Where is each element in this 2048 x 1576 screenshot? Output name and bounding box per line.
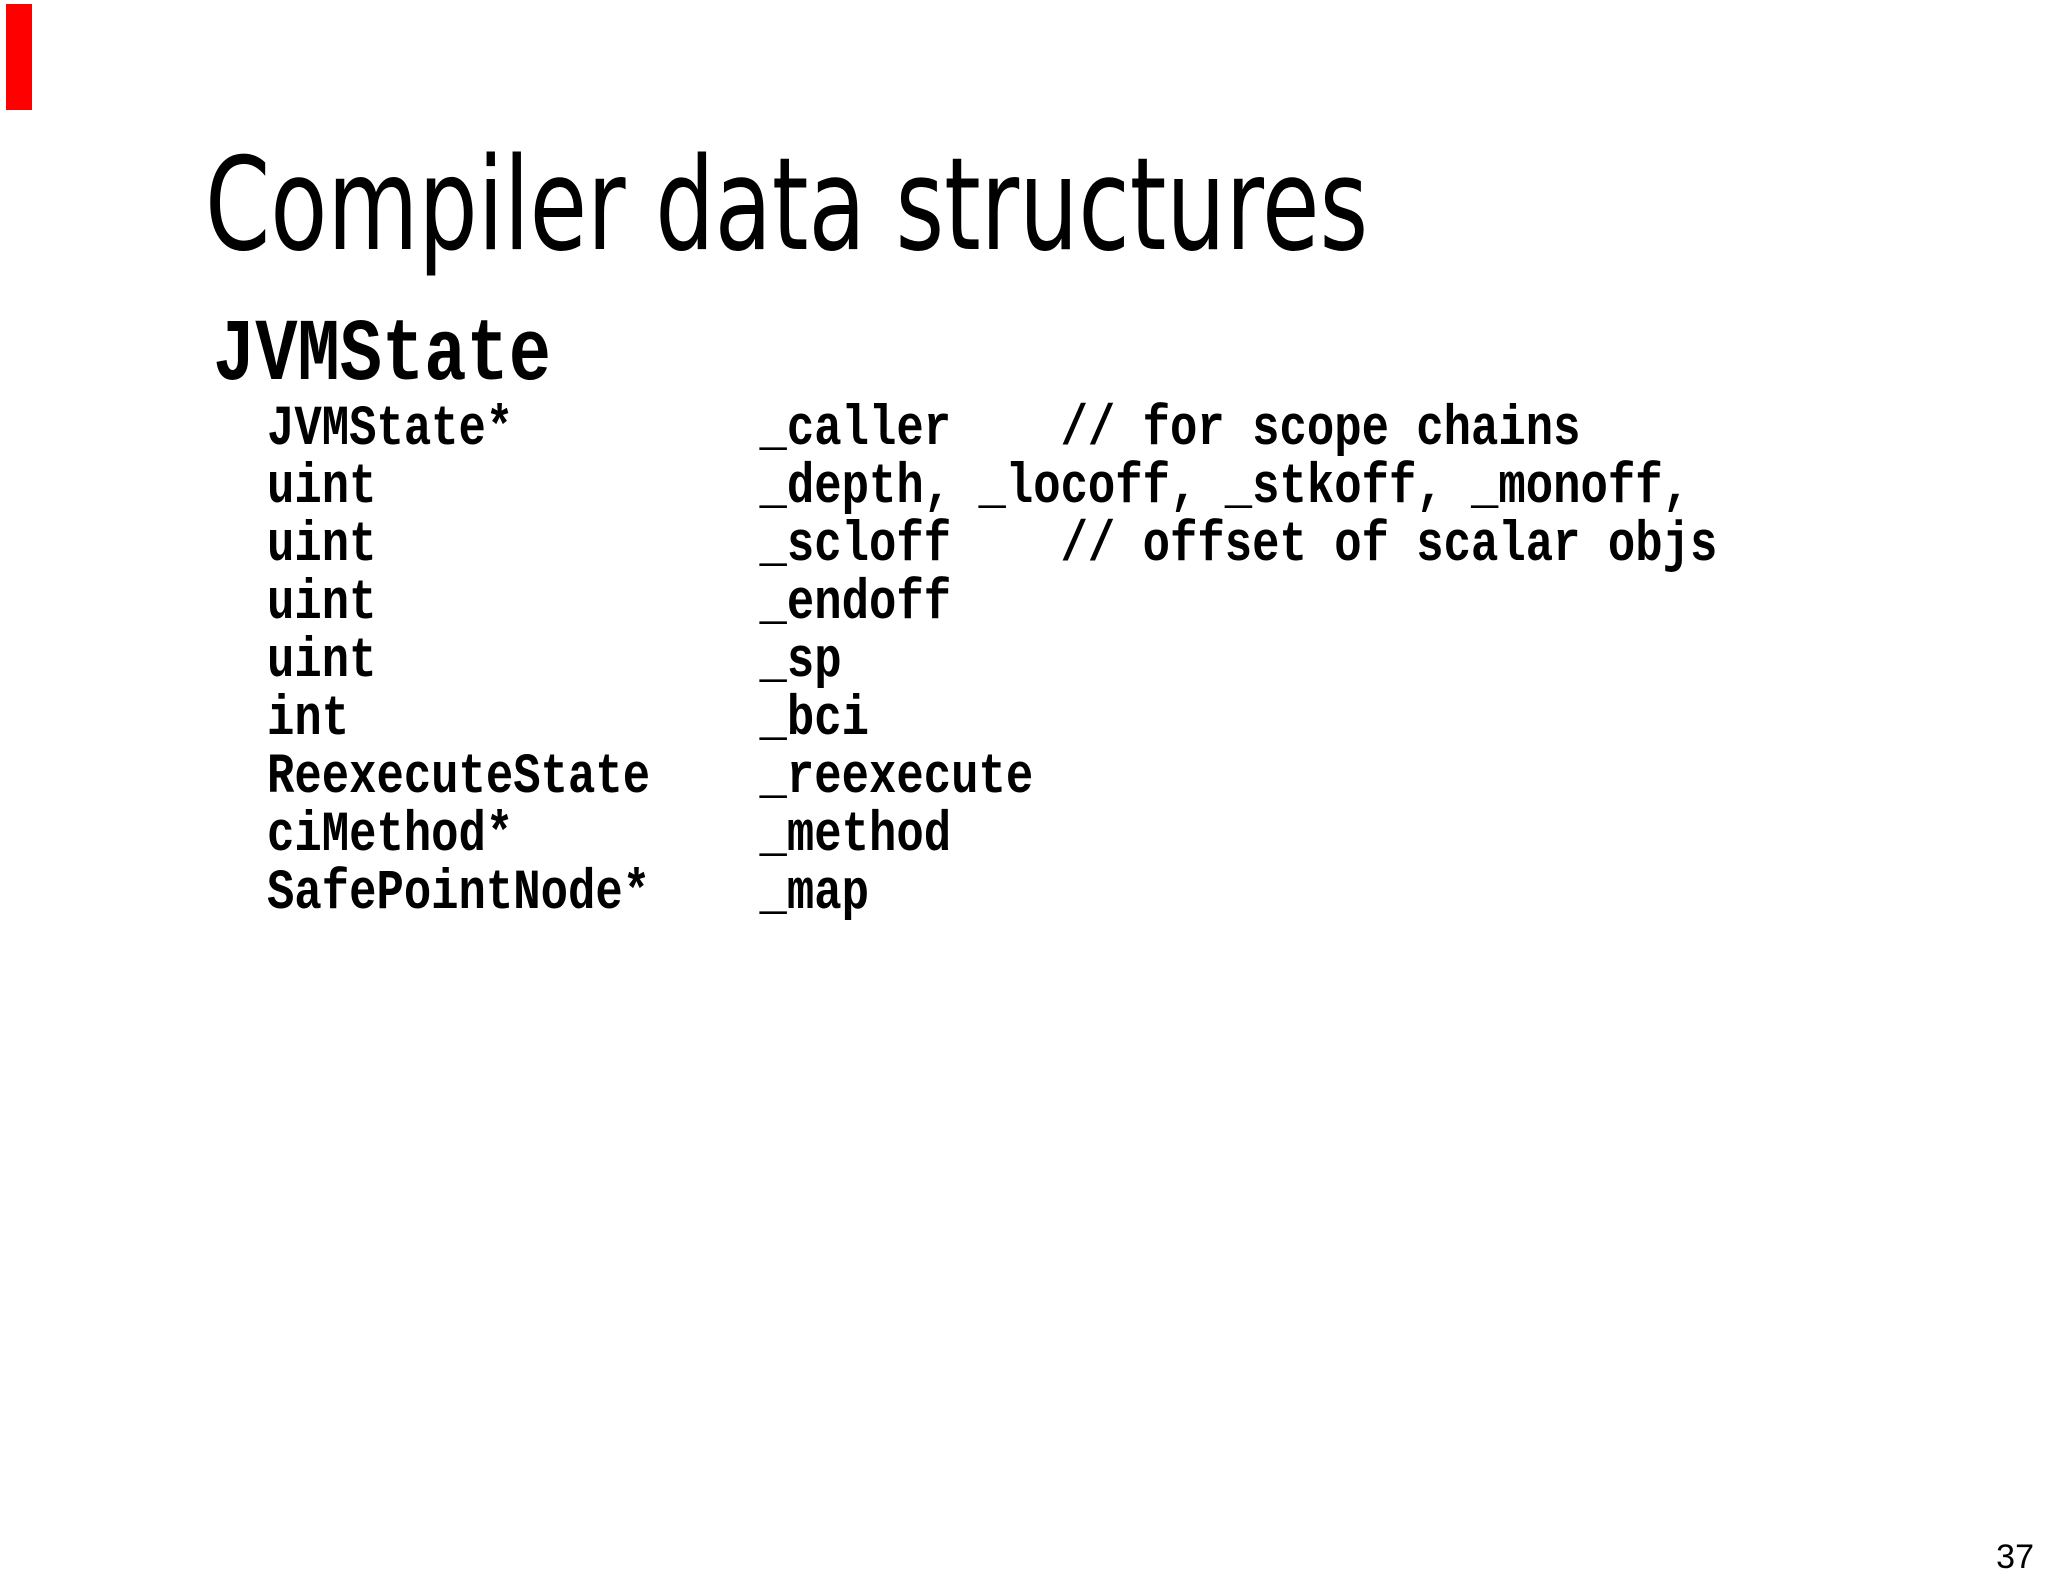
slide-title: Compiler data structures xyxy=(205,131,1369,280)
page-number: 37 xyxy=(1996,1538,2034,1576)
jvmstate-heading: JVMState xyxy=(213,307,551,406)
accent-bar xyxy=(6,4,32,110)
jvmstate-code-block: JVMState* _caller // for scope chains ui… xyxy=(267,398,1718,926)
